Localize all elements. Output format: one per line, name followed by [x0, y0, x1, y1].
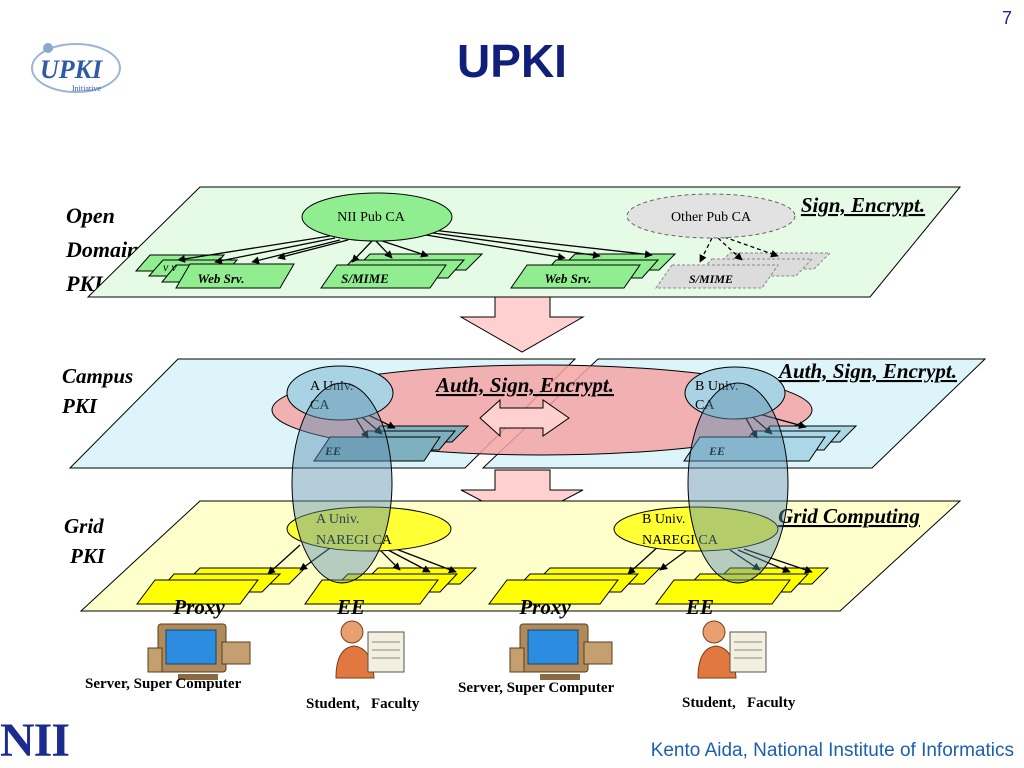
- grid-label-line1: Grid: [64, 514, 104, 538]
- ee-label-b: EE: [708, 444, 725, 458]
- logo-subtitle: Initiative: [72, 84, 101, 93]
- cert-label-smime-2: S/MIME: [689, 272, 733, 286]
- grid-a-ee-stack: [304, 567, 478, 605]
- b-univ-ca-line2: CA: [695, 398, 715, 413]
- caption-student-2: Student, Faculty: [682, 695, 796, 711]
- footer-author: Kento Aida, National Institute of Inform…: [650, 740, 1014, 761]
- web-srv-hidden-fragment: v v: [163, 260, 177, 274]
- caption-server-2: Server, Super Computer: [458, 680, 615, 696]
- a-univ-naregi-ca: [286, 506, 452, 552]
- caption-student-1: Student, Faculty: [306, 696, 420, 712]
- cert-label-smime-1: S/MIME: [341, 271, 389, 286]
- other-pub-ca: [626, 193, 796, 239]
- a-naregi-line1: A Univ.: [316, 512, 359, 527]
- grid-a-proxy-stack: [136, 567, 307, 605]
- campus-service-center: Auth, Sign, Encrypt.: [434, 373, 614, 397]
- nii-pub-ca: [301, 192, 453, 242]
- grid-issuance-arrows: [267, 544, 813, 575]
- open-domain-label-line2: Domain: [66, 237, 140, 262]
- campus-service-right: Auth, Sign, Encrypt.: [777, 359, 957, 383]
- smime-cert-stack-2: S/MIME: [655, 252, 832, 289]
- nii-issuance-arrows: [177, 229, 653, 265]
- ee-label-a: EE: [324, 444, 341, 458]
- grid-b-ee-stack: [655, 567, 830, 605]
- web-srv-cert-stack-1: v v Web Srv.: [134, 254, 295, 289]
- other-pub-ca-label: Other Pub CA: [671, 210, 752, 225]
- b-univ-vertical-domain: [687, 382, 789, 584]
- caption-server-1: Server, Super Computer: [85, 676, 242, 692]
- person-icon: [335, 620, 405, 679]
- arrow-open-to-campus: [459, 296, 585, 353]
- upki-logo: UPKI Initiative: [31, 43, 121, 93]
- b-univ-ca-line1: B Univ.: [695, 379, 738, 394]
- page-number: 7: [1001, 8, 1012, 28]
- person-icon: [697, 620, 767, 679]
- grid-label-ee-2: EE: [685, 595, 714, 619]
- campus-label-line2: PKI: [62, 394, 98, 418]
- computer-icon: [147, 623, 251, 680]
- nii-logo: NII: [0, 714, 70, 767]
- nii-pub-ca-label: NII Pub CA: [337, 210, 406, 225]
- campus-b-cert-stack: EE: [683, 425, 858, 462]
- b-univ-ca: [684, 366, 786, 420]
- grid-label-proxy-2: Proxy: [518, 595, 571, 619]
- a-naregi-line2: NAREGI CA: [316, 533, 393, 548]
- other-ca-issuance-arrows: [699, 236, 779, 263]
- page-title: UPKI: [457, 35, 567, 87]
- web-srv-cert-stack-2: Web Srv.: [510, 253, 677, 289]
- cert-label-web-srv-1: Web Srv.: [198, 271, 245, 286]
- b-naregi-line2: NAREGI CA: [642, 533, 719, 548]
- a-univ-ca: [286, 365, 394, 421]
- b-naregi-line1: B Univ.: [642, 512, 685, 527]
- a-univ-ca-line2: CA: [310, 398, 330, 413]
- grid-label-proxy-1: Proxy: [172, 595, 225, 619]
- grid-label-line2: PKI: [70, 544, 106, 568]
- a-univ-vertical-domain: [291, 382, 393, 584]
- campus-a-cert-stack: EE: [313, 425, 470, 462]
- campus-label-line1: Campus: [62, 364, 134, 388]
- campus-mutual-arrow: [479, 398, 570, 438]
- open-domain-service-label: Sign, Encrypt.: [801, 193, 925, 217]
- grid-label: Grid PKI: [64, 511, 105, 571]
- computer-icon: [509, 623, 613, 680]
- grid-service-label: Grid Computing: [778, 504, 920, 528]
- b-univ-naregi-ca: [613, 506, 779, 552]
- open-domain-label-line1: Open: [66, 203, 115, 228]
- logo-wordmark: UPKI: [40, 55, 103, 84]
- open-domain-label: Open Domain PKI: [66, 199, 139, 301]
- campus-label: Campus PKI: [62, 361, 133, 421]
- cert-label-web-srv-2: Web Srv.: [545, 271, 592, 286]
- grid-label-ee-1: EE: [336, 595, 365, 619]
